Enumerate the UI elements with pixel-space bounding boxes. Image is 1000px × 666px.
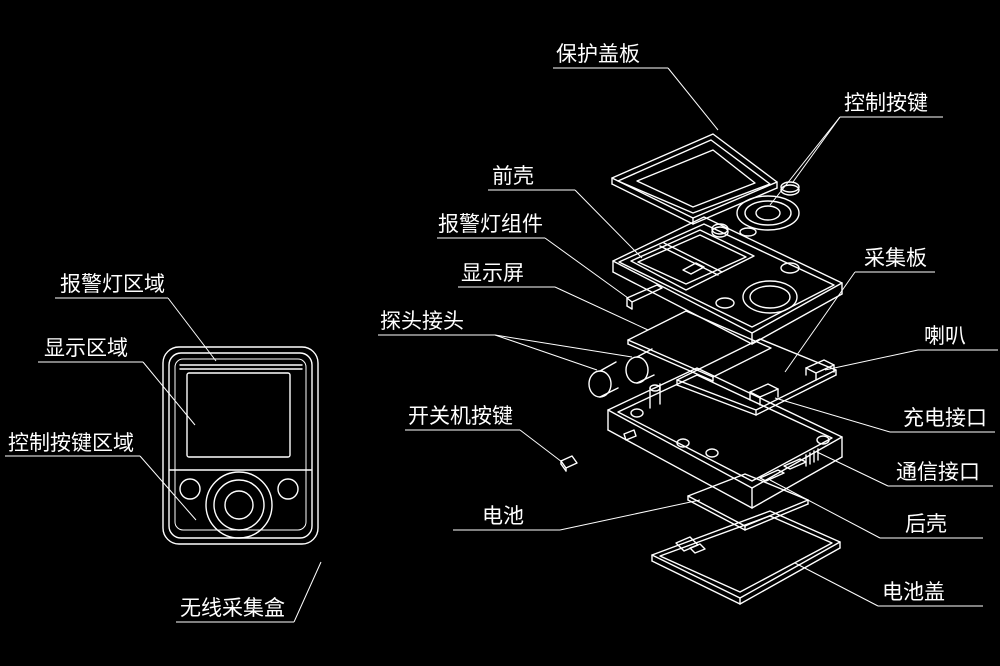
label-speaker: 喇叭 xyxy=(924,324,966,348)
alarm-assembly-drawing xyxy=(626,284,663,310)
label-battery-cover: 电池盖 xyxy=(882,580,945,604)
label-screen: 显示屏 xyxy=(461,261,524,285)
label-cover-plate: 保护盖板 xyxy=(556,42,640,66)
label-charge-port: 充电接口 xyxy=(903,406,987,430)
battery-cover-drawing xyxy=(651,510,841,605)
left-leaders xyxy=(5,297,322,623)
screen-drawing xyxy=(627,310,772,382)
cover-plate-drawing xyxy=(611,133,778,225)
right-leaders xyxy=(378,67,998,607)
label-button-area: 控制按键区域 xyxy=(8,431,134,455)
label-alarm-area: 报警灯区域 xyxy=(60,272,165,296)
front-shell-drawing xyxy=(612,216,843,345)
device-front-view xyxy=(162,346,319,545)
probe-connectors-drawing xyxy=(588,348,655,398)
exploded-view xyxy=(560,133,843,605)
label-rear-shell: 后壳 xyxy=(905,512,947,536)
label-power-button: 开关机按键 xyxy=(408,404,513,428)
label-device-name: 无线采集盒 xyxy=(180,596,285,620)
label-acq-board: 采集板 xyxy=(864,246,927,270)
power-button-drawing xyxy=(560,455,578,472)
label-display-area: 显示区域 xyxy=(44,336,128,360)
rear-shell-drawing xyxy=(607,367,843,509)
label-comm-port: 通信接口 xyxy=(896,460,980,484)
label-battery: 电池 xyxy=(482,504,524,528)
label-probe-connector: 探头接头 xyxy=(380,309,464,333)
label-control-buttons: 控制按键 xyxy=(844,91,928,115)
control-buttons-drawing xyxy=(711,181,800,238)
label-front-shell: 前壳 xyxy=(492,164,534,188)
label-alarm-assembly: 报警灯组件 xyxy=(438,212,543,236)
